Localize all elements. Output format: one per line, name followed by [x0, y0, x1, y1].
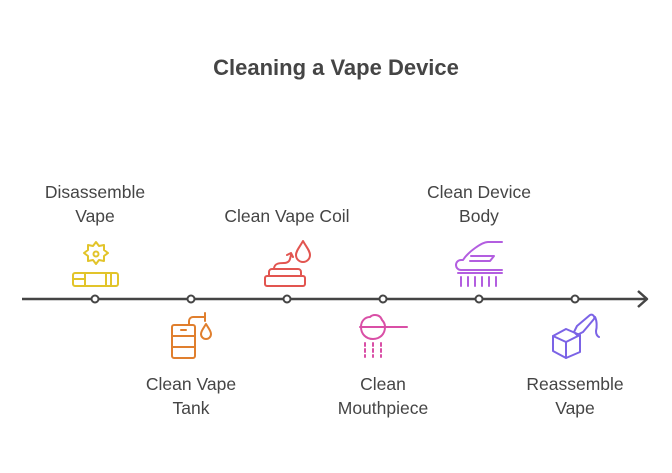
step-clean-vape-coil: Clean Vape Coil — [224, 206, 350, 287]
timeline-node — [186, 294, 196, 304]
step-clean-vape-tank: Clean Vape Tank — [146, 312, 236, 418]
step-clean-mouthpiece: Clean Mouthpiece — [338, 314, 428, 418]
step-label: Tank — [173, 398, 210, 418]
step-label: Clean — [360, 374, 406, 394]
coil-droplet-icon — [264, 240, 311, 287]
step-label: Vape — [75, 206, 115, 226]
step-label: Clean Vape — [146, 374, 236, 394]
tank-droplet-icon — [171, 312, 212, 359]
step-label: Mouthpiece — [338, 398, 428, 418]
timeline-node — [378, 294, 388, 304]
step-clean-device-body: Clean Device Body — [427, 182, 531, 287]
timeline-node — [570, 294, 580, 304]
box-pen-icon — [552, 313, 600, 359]
step-label: Clean Vape Coil — [224, 206, 349, 226]
step-disassemble-vape: Disassemble Vape — [45, 182, 145, 287]
step-label: Disassemble — [45, 182, 145, 202]
brush-icon — [455, 241, 503, 287]
timeline-node — [282, 294, 292, 304]
timeline-node — [474, 294, 484, 304]
timeline-node — [90, 294, 100, 304]
diagram-title: Cleaning a Vape Device — [213, 55, 459, 80]
shower-head-icon — [359, 314, 408, 358]
step-reassemble-vape: Reassemble Vape — [526, 313, 624, 418]
step-label: Body — [459, 206, 499, 226]
step-label: Reassemble — [526, 374, 623, 394]
step-label: Vape — [555, 398, 595, 418]
timeline-nodes — [90, 294, 580, 304]
step-label: Clean Device — [427, 182, 531, 202]
gear-cylinder-icon — [72, 241, 119, 287]
arrow-head-icon — [637, 290, 649, 308]
